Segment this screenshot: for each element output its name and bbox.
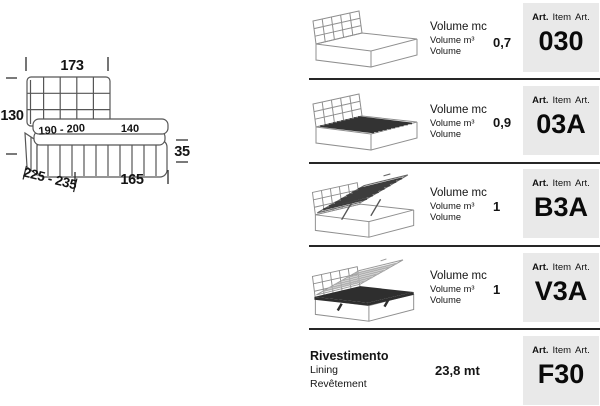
art-header: Art. Item Art.	[532, 262, 590, 273]
flat-lid-panel	[314, 286, 414, 306]
spec-row-V3A: Volume mc Volume m³ Volume 1 Art. Item A…	[0, 246, 600, 329]
art-code-box: Art. Item Art. 03A	[523, 86, 599, 155]
volume-label-fr: Volume	[430, 45, 462, 56]
art-code-box: Art. Item Art. 030	[523, 3, 599, 72]
volume-label-block: Volume mc Volume m³ Volume	[430, 104, 487, 140]
volume-value: 1	[493, 199, 501, 214]
volume-label-fr: Volume	[430, 128, 462, 139]
diagram-mattress	[32, 118, 169, 146]
volume-label-it: Volume mc	[430, 21, 487, 33]
volume-label-block: Volume mc Volume m³ Volume	[430, 270, 487, 306]
slat-pattern	[320, 116, 413, 134]
dim-sleeping-length: 190 - 200	[38, 122, 85, 137]
dimension-ticks	[6, 57, 188, 186]
art-label-fr: Art.	[575, 178, 590, 189]
art-label-it: Art.	[532, 178, 549, 189]
row-divider	[309, 245, 600, 247]
lift-struts	[341, 198, 382, 221]
diagram-base	[24, 131, 168, 178]
lifted-panel-slats	[322, 262, 398, 293]
art-header: Art. Item Art.	[532, 345, 590, 356]
art-label-it: Art.	[532, 345, 549, 356]
spec-row-F30: Rivestimento Lining Revêtement 23,8 mt A…	[0, 329, 600, 406]
volume-label-it: Volume mc	[430, 187, 487, 199]
bed-storage-open-illustration	[311, 173, 415, 238]
volume-label-en: Volume m³	[430, 117, 475, 128]
volume-label-it: Volume mc	[430, 104, 487, 116]
spec-row-B3A: Volume mc Volume m³ Volume 1 Art. Item A…	[0, 163, 600, 246]
volume-label-fr: Volume	[430, 211, 462, 222]
spec-row-03A: Volume mc Volume m³ Volume 0,9 Art. Item…	[0, 79, 600, 163]
art-label-en: Item	[552, 95, 572, 106]
art-label-en: Item	[552, 262, 572, 273]
volume-label-it: Volume mc	[430, 270, 487, 282]
art-label-en: Item	[552, 12, 572, 23]
art-code: B3A	[533, 192, 588, 222]
art-code: V3A	[534, 276, 588, 306]
lining-label-fr: Revêtement	[310, 377, 367, 390]
lifted-panel-frame	[316, 258, 404, 296]
lining-value: 23,8 mt	[435, 363, 480, 378]
volume-label-block: Volume mc Volume m³ Volume	[430, 187, 487, 223]
art-code-box: Art. Item Art. V3A	[523, 253, 599, 322]
lifted-panel-slats	[322, 177, 403, 211]
volume-label-block: Volume mc Volume m³ Volume	[430, 21, 487, 57]
art-code: 030	[538, 26, 584, 56]
volume-value: 1	[493, 282, 501, 297]
bed-closed-illustration	[312, 10, 418, 68]
art-label-en: Item	[552, 178, 572, 189]
art-label-it: Art.	[532, 262, 549, 273]
art-code: F30	[537, 359, 585, 389]
lining-label-en: Lining	[310, 364, 339, 377]
dim-base-height: 35	[174, 144, 190, 160]
art-header: Art. Item Art.	[532, 178, 590, 189]
dim-overall-width: 165	[120, 172, 144, 188]
art-label-fr: Art.	[575, 262, 590, 273]
row-divider	[309, 162, 600, 164]
bed-dimension-diagram: 173 130 190 - 200 140 35 225 - 235 165	[0, 57, 190, 193]
row-divider	[309, 78, 600, 80]
art-header: Art. Item Art.	[532, 12, 590, 23]
lining-label-it: Rivestimento	[310, 349, 389, 363]
dim-sleeping-width: 140	[121, 123, 139, 135]
art-label-fr: Art.	[575, 345, 590, 356]
volume-label-en: Volume m³	[430, 283, 475, 294]
art-label-it: Art.	[532, 12, 549, 23]
lining-label-block: Rivestimento Lining Revêtement	[310, 348, 389, 392]
lid-struts	[336, 299, 390, 312]
bed-slats-illustration	[312, 93, 418, 151]
volume-value: 0,9	[493, 115, 512, 130]
art-code: 03A	[536, 109, 586, 139]
diagram-headboard	[26, 76, 111, 127]
volume-label-en: Volume m³	[430, 34, 475, 45]
bed-storage-open-flat-illustration	[311, 258, 415, 322]
art-label-en: Item	[552, 345, 572, 356]
spec-row-030: Volume mc Volume m³ Volume 0,7 Art. Item…	[0, 0, 600, 79]
row-divider	[309, 328, 600, 330]
volume-label-fr: Volume	[430, 294, 462, 305]
art-header: Art. Item Art.	[532, 95, 590, 106]
dim-headboard-width: 173	[60, 58, 84, 74]
art-code-box: Art. Item Art. F30	[523, 336, 599, 405]
volume-value: 0,7	[493, 35, 512, 50]
art-code-box: Art. Item Art. B3A	[523, 169, 599, 238]
art-label-fr: Art.	[575, 95, 590, 106]
volume-label-en: Volume m³	[430, 200, 475, 211]
art-label-fr: Art.	[575, 12, 590, 23]
art-label-it: Art.	[532, 95, 549, 106]
dim-overall-height: 130	[0, 108, 24, 124]
